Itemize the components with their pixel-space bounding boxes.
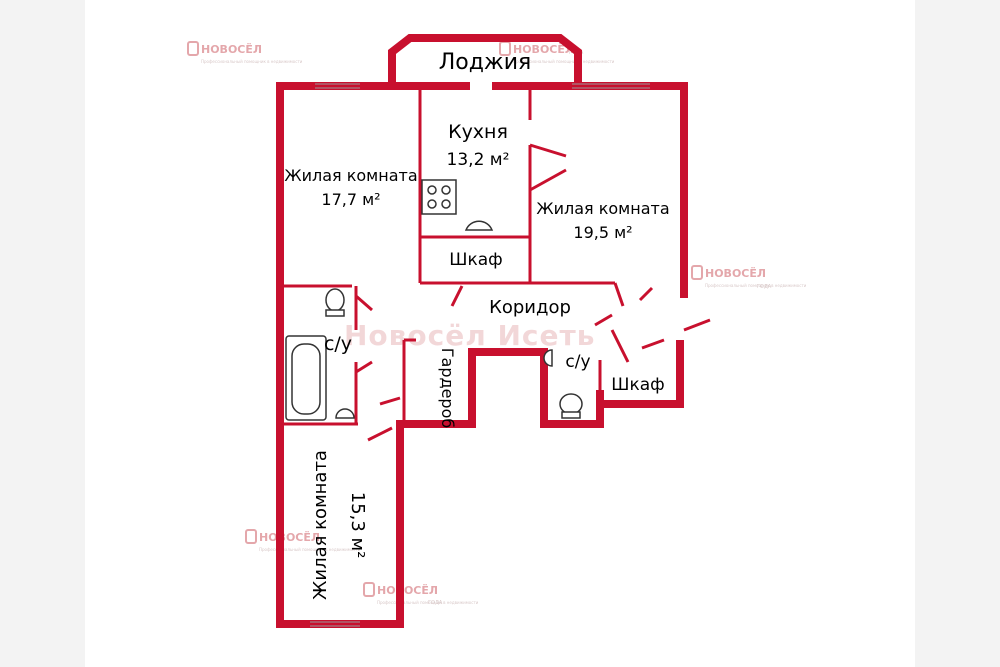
- svg-text:НОВОСЁЛ: НОВОСЁЛ: [259, 530, 320, 544]
- inner-walls: [282, 88, 711, 442]
- toilet-icon-left: [325, 288, 345, 317]
- left-margin-panel: [0, 0, 85, 667]
- watermark-mid-right: НОВОСЁЛ Профессиональный помощник в недв…: [691, 265, 807, 288]
- label-closet-top: Шкаф: [449, 250, 502, 270]
- watermark-bottom-left: НОВОСЁЛ Профессиональный помощник в недв…: [245, 529, 361, 552]
- svg-text:Профессиональный помощник в не: Профессиональный помощник в недвижимости: [377, 600, 479, 605]
- kitchen-sink-icon: [464, 220, 494, 231]
- right-margin-panel: [915, 0, 1000, 667]
- svg-text:Профессиональный помощник в не: Профессиональный помощник в недвижимости: [513, 59, 615, 64]
- svg-text:Новосёл Исеть: Новосёл Исеть: [344, 319, 595, 352]
- bathroom-sink-icon-left: [335, 408, 355, 419]
- label-wardrobe: Гардероб: [438, 348, 457, 428]
- label-bathroom-left: с/у: [324, 333, 352, 355]
- stove-icon: [421, 179, 457, 215]
- svg-text:Профессиональный помощник в не: Профессиональный помощник в недвижимости: [705, 283, 807, 288]
- svg-text:НОВОСЁЛ: НОВОСЁЛ: [377, 583, 438, 597]
- svg-text:ГОДА: ГОДА: [428, 600, 443, 606]
- label-living3-name: Жилая комната: [310, 450, 331, 600]
- watermark-top-left: НОВОСЁЛ Профессиональный помощник в недв…: [187, 41, 303, 64]
- label-kitchen-area: 13,2 м²: [447, 150, 510, 170]
- svg-text:Профессиональный помощник в не: Профессиональный помощник в недвижимости: [201, 59, 303, 64]
- label-bathroom-right: с/у: [565, 352, 590, 372]
- label-living2-name: Жилая комната: [536, 199, 669, 218]
- label-closet-right: Шкаф: [611, 375, 664, 395]
- label-kitchen-name: Кухня: [448, 121, 508, 143]
- label-loggia: Лоджия: [439, 50, 532, 75]
- watermark-bottom-center: НОВОСЁЛ Профессиональный помощник в недв…: [363, 582, 479, 605]
- label-living1-name: Жилая комната: [284, 166, 417, 185]
- svg-text:НОВОСЁЛ: НОВОСЁЛ: [705, 266, 766, 280]
- label-living3-area: 15,3 м²: [347, 492, 368, 559]
- svg-text:НОВОСЁЛ: НОВОСЁЛ: [513, 42, 574, 56]
- bathroom-sink-icon-right: [543, 349, 553, 367]
- svg-text:Профессиональный помощник в не: Профессиональный помощник в недвижимости: [259, 547, 361, 552]
- label-living2-area: 19,5 м²: [573, 223, 632, 242]
- svg-text:ГОДА: ГОДА: [757, 284, 772, 290]
- watermark-center: Новосёл Исеть: [344, 319, 595, 352]
- label-living1-area: 17,7 м²: [321, 190, 380, 209]
- label-corridor: Коридор: [489, 297, 571, 318]
- bathtub-icon: [285, 335, 327, 421]
- toilet-icon-right: [559, 393, 583, 419]
- windows: [310, 83, 650, 627]
- svg-text:НОВОСЁЛ: НОВОСЁЛ: [201, 42, 262, 56]
